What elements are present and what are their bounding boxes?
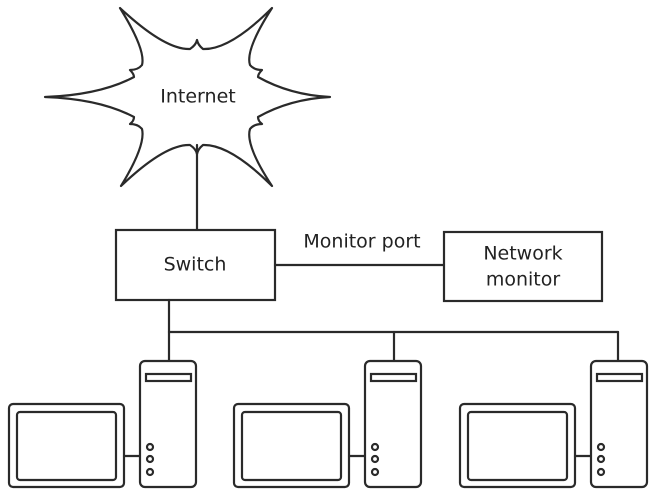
drive-slot — [369, 372, 418, 383]
tower-button-3 — [145, 467, 155, 477]
tower-button-3 — [596, 467, 606, 477]
network-monitor-label-line2: monitor — [486, 269, 561, 291]
drive-slot — [144, 372, 193, 383]
network-monitor-box — [442, 230, 604, 303]
tower-button-2 — [145, 454, 155, 464]
tower-button-3 — [370, 467, 380, 477]
drive-slot — [595, 372, 644, 383]
monitor-port-label: Monitor port — [303, 231, 420, 253]
network-monitor-node: Network monitor — [442, 230, 604, 303]
computer-2 — [232, 359, 423, 489]
tower-button-1 — [596, 442, 606, 452]
internet-cloud-shape — [43, 6, 332, 188]
tower-case — [363, 359, 423, 489]
switch-node: Switch — [114, 228, 277, 302]
internet-label: Internet — [160, 86, 235, 108]
network-monitor-label-line1: Network — [483, 243, 562, 265]
switch-label: Switch — [164, 254, 227, 276]
internet-node: Internet — [43, 6, 332, 188]
computer-1 — [7, 359, 198, 489]
computer-3 — [458, 359, 649, 489]
tower-button-2 — [596, 454, 606, 464]
tower-case — [138, 359, 198, 489]
monitor-screen — [240, 410, 343, 482]
tower-button-1 — [370, 442, 380, 452]
tower-button-2 — [370, 454, 380, 464]
monitor-screen — [15, 410, 118, 482]
tower-button-1 — [145, 442, 155, 452]
computers-group — [7, 359, 649, 489]
tower-case — [589, 359, 649, 489]
monitor-screen — [466, 410, 569, 482]
